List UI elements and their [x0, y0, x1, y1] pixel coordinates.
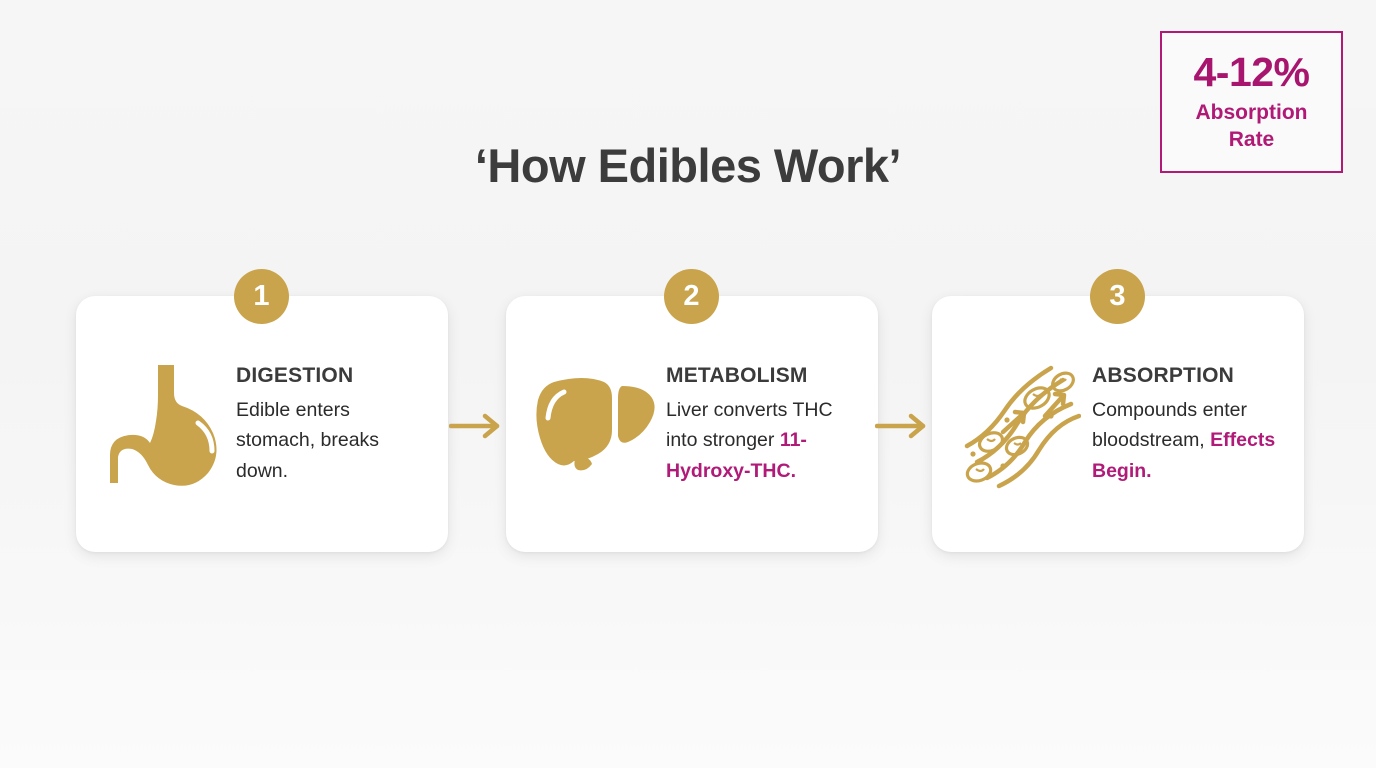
card-text-digestion: DIGESTION Edible enters stomach, breaks …: [236, 362, 428, 486]
flow-arrow-2-to-3: [874, 412, 931, 440]
card-text-absorption: ABSORPTION Compounds enter bloodstream, …: [1092, 362, 1284, 486]
step-number-badge-1: 1: [234, 269, 289, 324]
card-text-metabolism: METABOLISM Liver converts THC into stron…: [666, 362, 858, 486]
absorption-rate-value: 4-12%: [1193, 49, 1310, 96]
card-body-accent-2: 11-Hydroxy-THC.: [666, 429, 807, 482]
card-body-accent-3: Effects Begin.: [1092, 429, 1276, 482]
step-card-digestion: 1 DIGESTION Edible enters stomach, break…: [76, 269, 448, 552]
card-body-plain-3: Compounds enter bloodstream,: [1092, 399, 1248, 452]
absorption-rate-badge: 4-12% Absorption Rate: [1160, 31, 1343, 173]
step-card-metabolism: 2 METABOLISM Liver converts THC into str…: [506, 269, 878, 552]
steps-row: 1 DIGESTION Edible enters stomach, break…: [76, 269, 1304, 554]
card-body-plain-1: Edible enters stomach, breaks down.: [236, 399, 380, 482]
absorption-label-line-1: Absorption: [1195, 101, 1308, 125]
stomach-icon: [98, 354, 230, 494]
step-card-absorption: 3: [932, 269, 1304, 552]
absorption-label-line-2: Rate: [1228, 128, 1275, 151]
liver-icon: [528, 354, 660, 494]
absorption-rate-label: Absorption Rate: [1196, 100, 1308, 154]
card-heading-absorption: ABSORPTION: [1092, 364, 1235, 388]
step-number-badge-2: 2: [664, 269, 719, 324]
page-title: ‘How Edibles Work’: [474, 139, 902, 192]
card-heading-digestion: DIGESTION: [236, 364, 354, 388]
card-body-metabolism: Liver converts THC into stronger 11-Hydr…: [666, 395, 858, 486]
card-heading-metabolism: METABOLISM: [666, 364, 808, 388]
flow-arrow-1-to-2: [448, 412, 505, 440]
step-number-badge-3: 3: [1090, 269, 1145, 324]
card-body-digestion: Edible enters stomach, breaks down.: [236, 395, 428, 486]
blood-vessel-icon: [954, 354, 1086, 494]
card-body-plain-2: Liver converts THC into stronger: [666, 399, 833, 452]
card-body-absorption: Compounds enter bloodstream, Effects Beg…: [1092, 395, 1284, 486]
